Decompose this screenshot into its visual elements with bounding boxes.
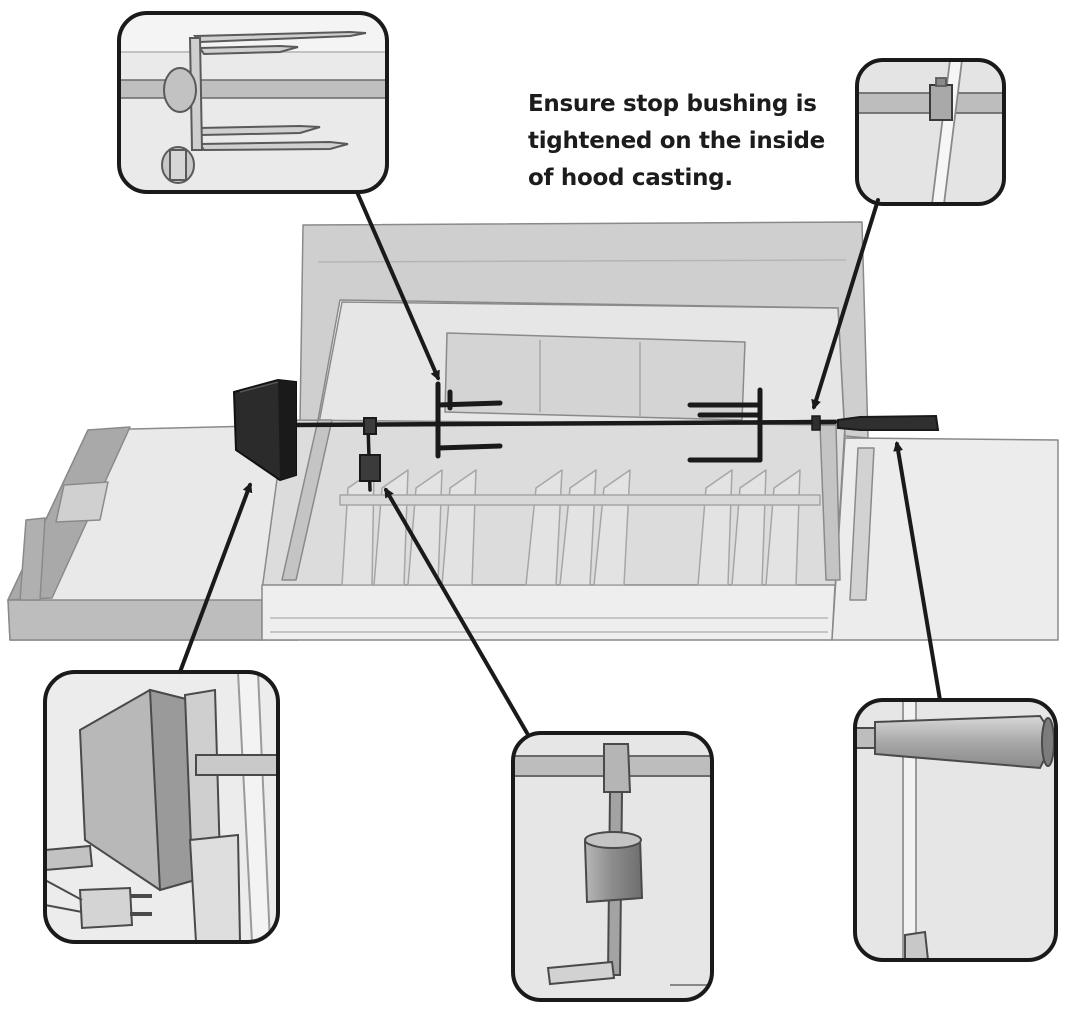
stop-bushing-instruction: Ensure stop bushing is tightened on the … (528, 91, 825, 191)
stop-bushing (811, 415, 821, 431)
right-meat-fork (687, 387, 763, 463)
firebox-vents (270, 617, 828, 633)
cooking-grates (339, 469, 821, 586)
spit-assembly (287, 381, 940, 492)
arrow-to-rotisserie-motor (178, 482, 253, 674)
grill-illustration (7, 221, 1059, 641)
spit-counterweight (359, 417, 381, 492)
callout-spit-handle (853, 698, 1058, 962)
spit-rod (287, 419, 838, 428)
leader-arrows (178, 190, 942, 735)
callout-rotisserie-motor (43, 670, 280, 944)
callout-counterweight (511, 731, 714, 1002)
callout-spit-forks (117, 11, 389, 194)
rotisserie-motor (232, 378, 297, 482)
arrow-to-stop-bushing (811, 198, 880, 410)
arrow-to-spit-forks (355, 190, 440, 381)
heat-shield (444, 332, 746, 421)
spit-handle (837, 414, 940, 431)
arrow-to-spit-handle (893, 441, 942, 702)
left-meat-fork (435, 381, 503, 459)
arrow-to-counterweight (384, 487, 529, 735)
callout-stop-bushing (855, 58, 1006, 206)
